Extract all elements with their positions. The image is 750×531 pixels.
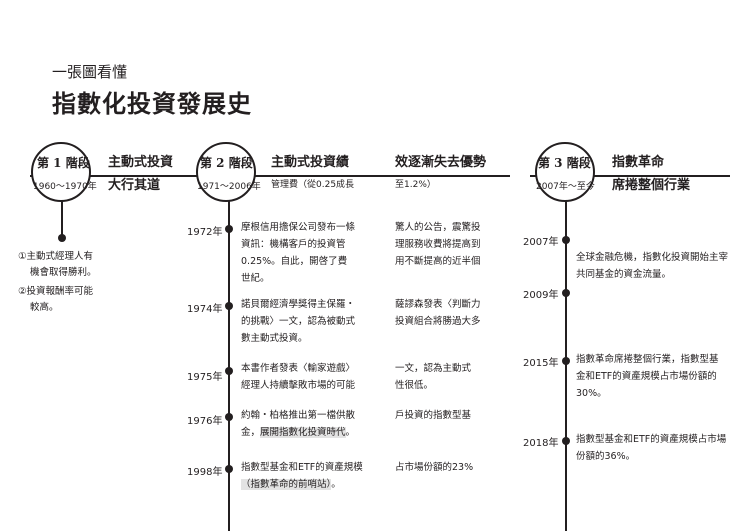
phase1-timeline [61,186,63,238]
phase1-note: ①主動式經理人有 [18,251,94,262]
event-dot [562,437,570,445]
event-year-2009: 2009年 [523,290,559,301]
event-dot [562,289,570,297]
event-text: 指數型基金和ETF的資產規模占市場 [576,434,727,445]
phase1-note: ②投資報酬率可能 [18,286,94,297]
event-year-1974: 1974年 [187,304,223,315]
event-text-cont: 一文，認為主動式 [395,363,472,374]
page-title: 指數化投資發展史 [52,89,252,118]
event-dot [225,465,233,473]
phase2-label: 第 2 階段 [200,156,253,170]
page-kicker: 一張圖看懂 [52,63,128,81]
phase2-heading-2-cont: 至1.2%） [395,180,436,190]
phase1-label: 第 1 階段 [37,156,90,170]
event-text: 0.25%。自此，開啓了費 [241,256,348,267]
phase3-years: 2007年〜至今 [536,182,595,192]
phase3-heading: 指數革命 [612,155,665,170]
phase1-divider [30,175,200,177]
event-text: 全球金融危機，指數化投資開始主宰 [576,252,729,263]
event-text: 經理人持續擊敗市場的可能 [241,380,356,391]
event-year-2018: 2018年 [523,438,559,449]
event-text: 金和ETF的資產規模占市場份額的 [576,371,717,382]
event-text-cont: 戶投資的指數型基 [395,410,472,421]
event-highlight: 展開指數化投資時代 [260,427,346,438]
event-text: 資訊：機構客戶的投資管 [241,239,346,250]
event-text: 數主動式投資。 [241,333,308,344]
event-text-part: 金， [241,427,261,438]
phase1-years: 1960〜1970年 [33,182,97,192]
event-year-1975: 1975年 [187,372,223,383]
phase2-divider [190,175,510,177]
phase2-heading-2: 管理費（從0.25成長 [271,180,355,190]
phase1-note: 較高。 [30,302,59,313]
phase3-heading-2: 席捲整個行業 [612,178,691,193]
phase2-heading-cont: 效逐漸失去優勢 [395,155,487,170]
event-text-part: 。 [345,427,356,438]
event-text: 30%。 [576,388,607,399]
event-dot [225,367,233,375]
event-text: 摩根信用擔保公司發布一條 [241,222,356,233]
event-text: 共同基金的資金流量。 [576,269,672,280]
event-text: 金，展開指數化投資時代。 [241,424,355,441]
event-year-2015: 2015年 [523,358,559,369]
phase1-timeline-end [58,234,66,242]
phase2-heading: 主動式投資績 [271,155,350,170]
phase1-heading-2: 大行其道 [108,178,161,193]
event-text-cont: 驚人的公告，震驚投 [395,222,481,233]
event-text-cont: 投資組合將勝過大多 [395,316,481,327]
phase2-years: 1971〜2006年 [197,182,261,192]
event-text-cont: 薩謬森發表〈判斷力 [395,299,481,310]
event-year-1976: 1976年 [187,416,223,427]
event-year-1998: 1998年 [187,467,223,478]
phase3-divider [530,175,730,177]
event-text: 世紀。 [241,273,270,284]
event-text-cont: 性很低。 [395,380,434,391]
event-text: 指數型基金和ETF的資產規模 [241,462,363,473]
phase3-circle [535,142,595,202]
event-text: 指數革命席捲整個行業，指數型基 [576,354,719,365]
event-year-1972: 1972年 [187,227,223,238]
event-text: 約翰・柏格推出第一檔供散 [241,410,356,421]
event-text: （指數革命的前哨站）。 [241,476,341,493]
event-year-2007: 2007年 [523,237,559,248]
event-text: 諾貝爾經濟學獎得主保羅・ [241,299,356,310]
event-text: 本書作者發表〈輸家遊戲〉 [241,363,356,374]
event-dot [562,357,570,365]
phase1-note: 機會取得勝利。 [30,267,97,278]
event-dot [562,236,570,244]
event-text-part: 。 [331,479,341,490]
phase1-circle [31,142,91,202]
event-dot [225,413,233,421]
event-dot [225,302,233,310]
event-text-cont: 理服務收費將提高到 [395,239,481,250]
event-text: 份額的36%。 [576,451,636,462]
event-text-cont: 用不斷提高的近半個 [395,256,481,267]
event-highlight: （指數革命的前哨站） [241,479,332,490]
event-dot [225,225,233,233]
event-text-cont: 占市場份額的23% [395,462,474,473]
phase2-circle [196,142,256,202]
event-text: 的挑戰〉一文，認為被動式 [241,316,356,327]
phase2-timeline [228,186,230,531]
phase1-heading: 主動式投資 [108,155,174,170]
phase3-label: 第 3 階段 [538,156,591,170]
